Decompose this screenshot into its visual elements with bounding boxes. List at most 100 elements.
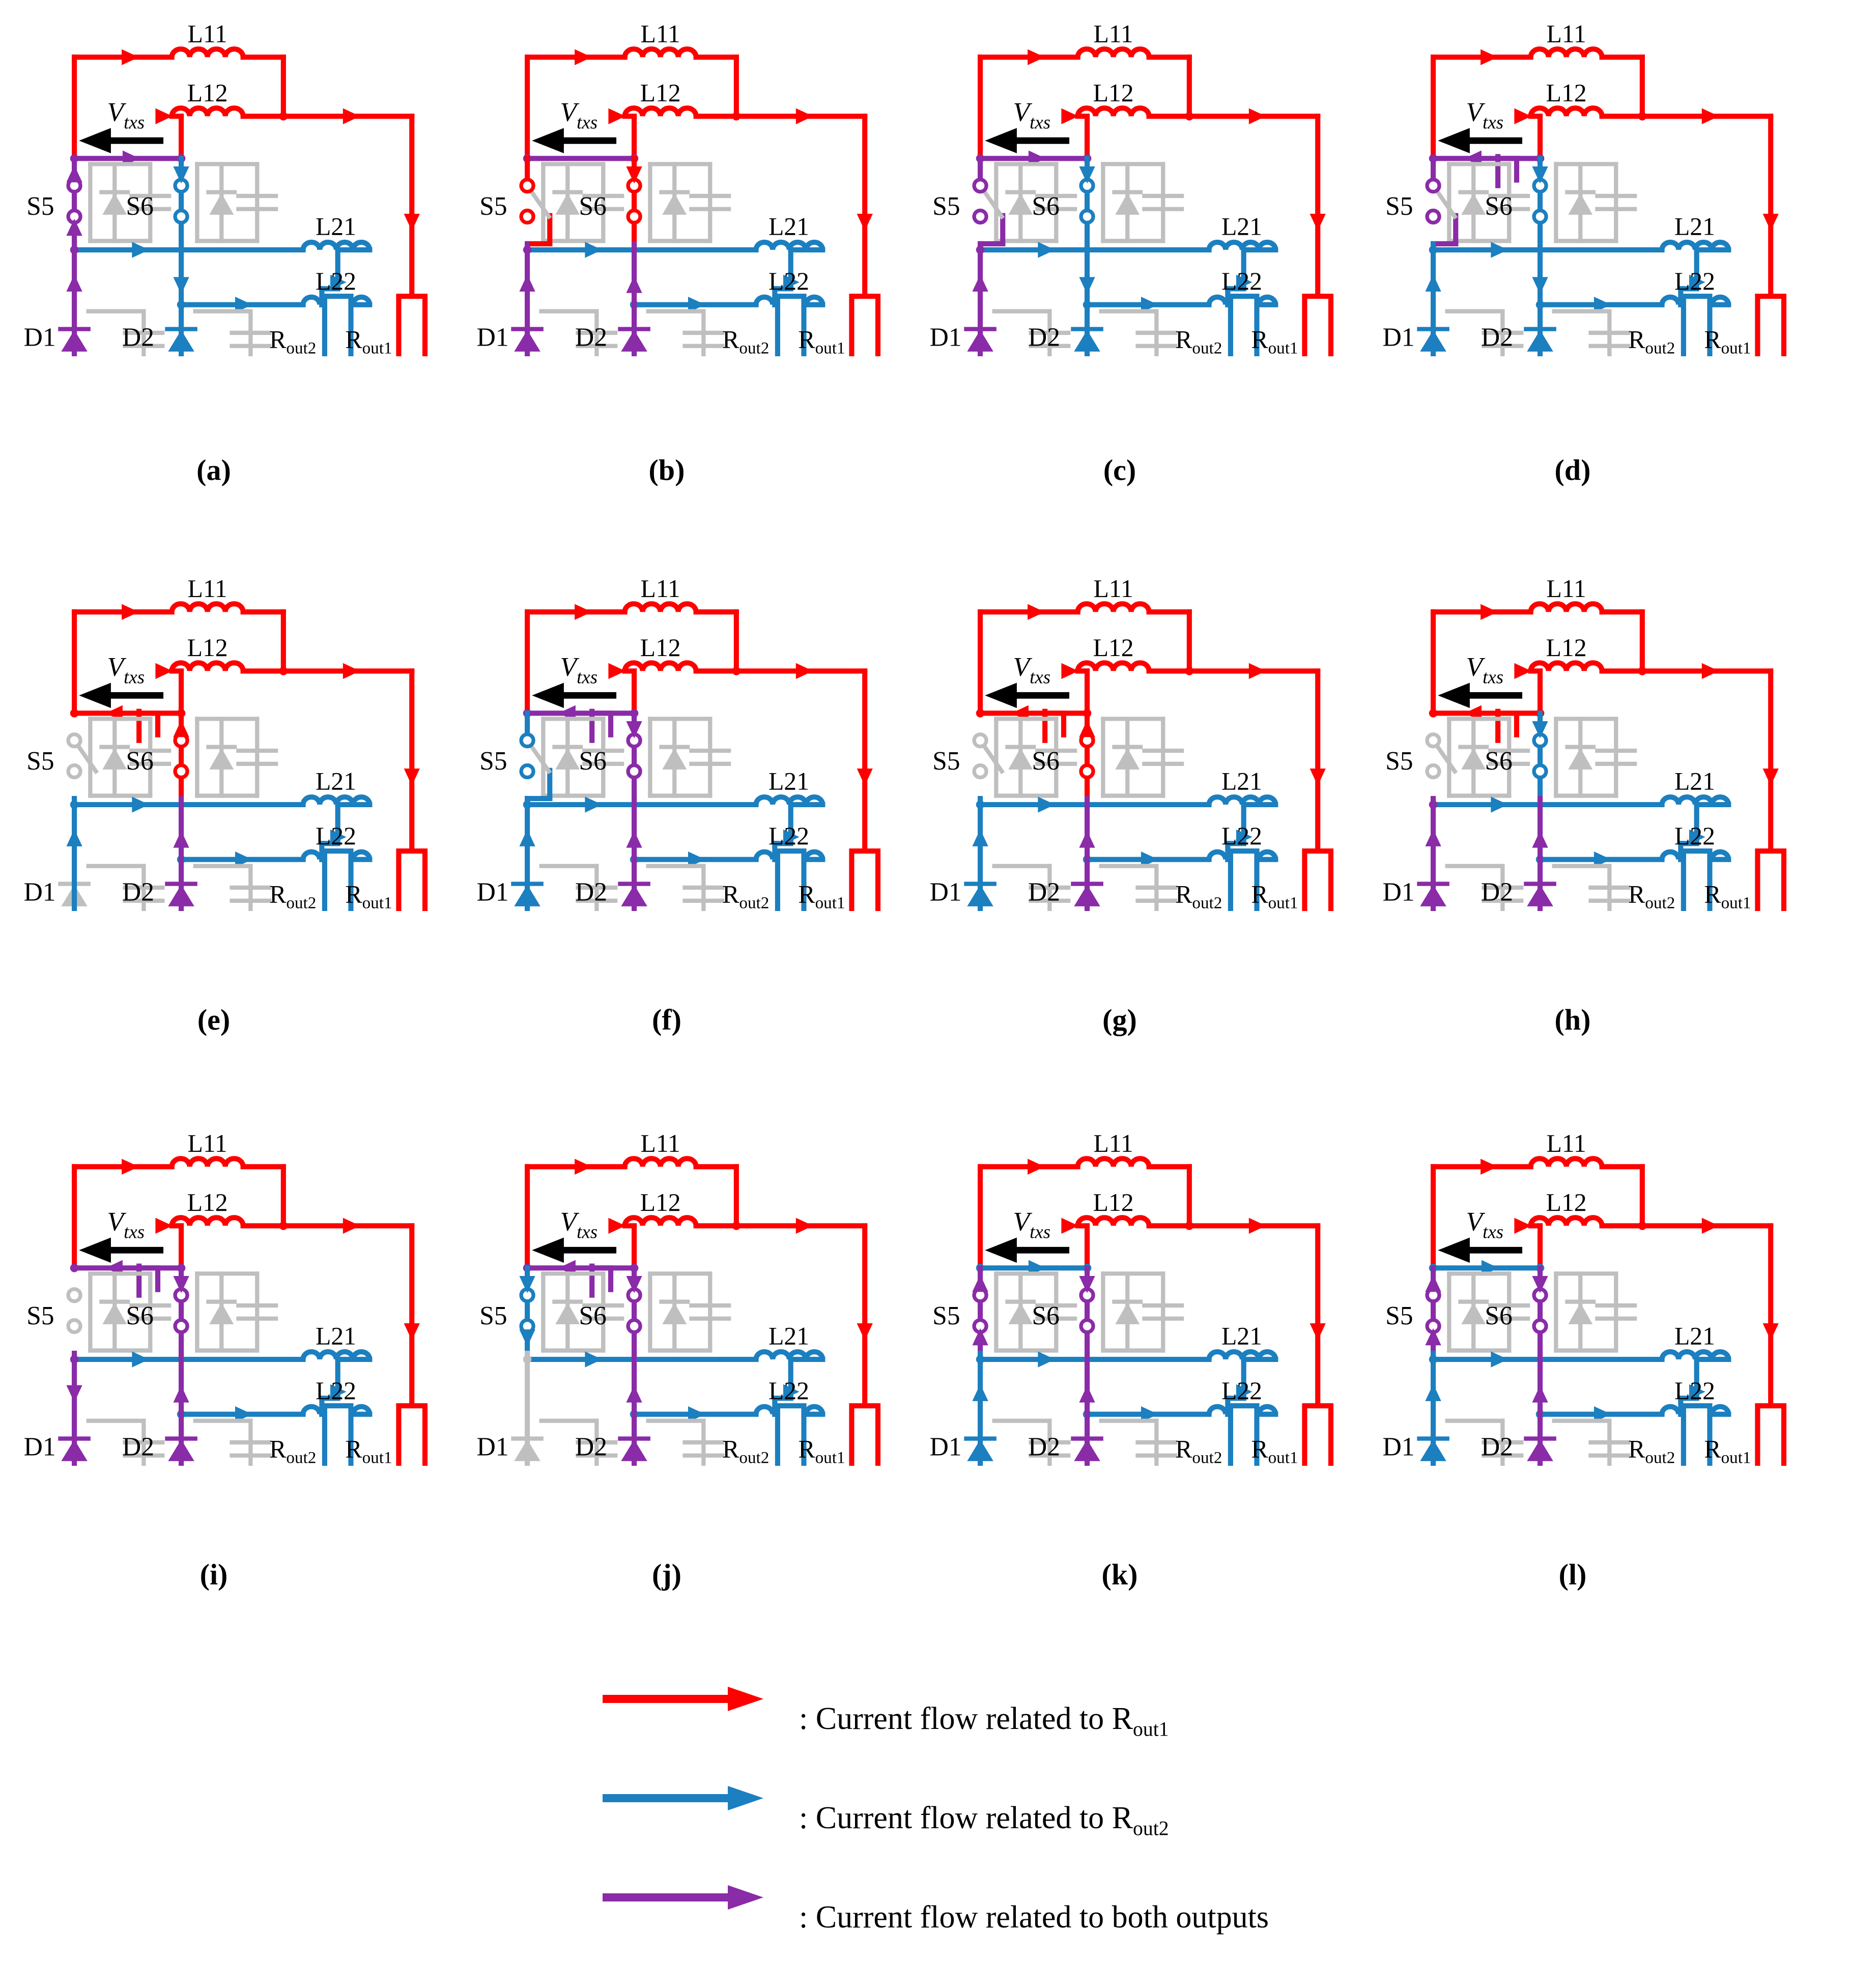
legend-colon-1: : <box>799 1801 816 1835</box>
svg-text:L22: L22 <box>769 822 809 850</box>
svg-text:S6: S6 <box>126 1301 153 1330</box>
svg-text:D2: D2 <box>1028 878 1060 907</box>
svg-text:L22: L22 <box>769 1377 809 1405</box>
svg-text:L21: L21 <box>769 212 809 240</box>
panel-caption-g: (g) <box>1102 1003 1137 1036</box>
svg-text:L21: L21 <box>1674 767 1715 795</box>
panel-caption-j: (j) <box>652 1558 681 1591</box>
svg-text:Vtxs: Vtxs <box>1466 651 1504 688</box>
svg-text:L11: L11 <box>188 1129 227 1157</box>
svg-text:Rout2: Rout2 <box>269 325 316 356</box>
svg-text:L12: L12 <box>640 79 681 107</box>
legend-text-0: Current flow related to R <box>815 1701 1133 1736</box>
svg-text:L12: L12 <box>1546 634 1587 662</box>
svg-text:Rout1: Rout1 <box>345 1435 392 1466</box>
svg-text:L22: L22 <box>316 267 356 295</box>
svg-text:D2: D2 <box>575 323 607 352</box>
svg-text:Rout2: Rout2 <box>722 1435 769 1466</box>
svg-text:S6: S6 <box>1032 192 1059 221</box>
legend-label-both: : Current flow related to both outputs <box>799 1899 1269 1939</box>
svg-text:L22: L22 <box>316 822 356 850</box>
svg-text:S5: S5 <box>479 1301 507 1330</box>
svg-text:Rout1: Rout1 <box>1704 325 1751 356</box>
svg-text:L21: L21 <box>1674 212 1715 240</box>
legend-label-rout2: : Current flow related to Rout2 <box>799 1800 1169 1840</box>
svg-text:L11: L11 <box>188 20 227 48</box>
svg-text:L11: L11 <box>1094 20 1133 48</box>
svg-text:S5: S5 <box>479 747 507 776</box>
svg-text:D1: D1 <box>1383 323 1415 352</box>
panel-caption-h: (h) <box>1554 1003 1591 1036</box>
svg-text:D2: D2 <box>122 323 154 352</box>
svg-text:D1: D1 <box>930 878 962 907</box>
svg-text:Rout1: Rout1 <box>798 325 845 356</box>
svg-text:L11: L11 <box>1094 575 1133 603</box>
svg-text:S5: S5 <box>1385 747 1413 776</box>
svg-text:L12: L12 <box>1546 79 1587 107</box>
svg-text:D1: D1 <box>930 1433 962 1462</box>
svg-text:S6: S6 <box>579 192 606 221</box>
svg-text:L12: L12 <box>187 634 228 662</box>
panel-caption-f: (f) <box>652 1003 681 1036</box>
svg-text:D2: D2 <box>575 1433 607 1462</box>
legend-row-rout1: : Current flow related to Rout1 <box>601 1674 1720 1774</box>
svg-text:Vtxs: Vtxs <box>107 651 145 688</box>
legend-colon-0: : <box>799 1701 816 1736</box>
svg-text:Rout1: Rout1 <box>345 325 392 356</box>
svg-text:L22: L22 <box>1221 267 1262 295</box>
svg-text:L21: L21 <box>769 767 809 795</box>
svg-text:L12: L12 <box>187 1188 228 1216</box>
svg-text:S6: S6 <box>579 747 606 776</box>
svg-text:D1: D1 <box>1383 878 1415 907</box>
svg-text:Rout2: Rout2 <box>1175 880 1222 911</box>
svg-text:Rout2: Rout2 <box>1175 1435 1222 1466</box>
svg-text:D2: D2 <box>122 878 154 907</box>
svg-text:S5: S5 <box>932 1301 960 1330</box>
caption-row-3: (i) (j) (k) (l) <box>0 1557 1850 1603</box>
legend: : Current flow related to Rout1 : Curren… <box>601 1674 1720 1972</box>
svg-text:L11: L11 <box>1094 1129 1133 1157</box>
caption-row-1: (a) (b) (c) (d) <box>0 453 1850 499</box>
panel-caption-i: (i) <box>200 1558 228 1591</box>
svg-text:D1: D1 <box>24 1433 56 1462</box>
svg-text:D2: D2 <box>122 1433 154 1462</box>
svg-text:L22: L22 <box>1674 267 1715 295</box>
svg-text:Rout2: Rout2 <box>722 880 769 911</box>
svg-text:Rout1: Rout1 <box>345 880 392 911</box>
svg-text:Rout1: Rout1 <box>1704 1435 1751 1466</box>
panel-caption-l: (l) <box>1558 1558 1587 1591</box>
svg-text:L11: L11 <box>188 575 227 603</box>
svg-text:D1: D1 <box>1383 1433 1415 1462</box>
legend-colon-2: : <box>799 1900 816 1935</box>
svg-text:S5: S5 <box>479 192 507 221</box>
svg-text:Rout2: Rout2 <box>1175 325 1222 356</box>
svg-text:S5: S5 <box>26 1301 54 1330</box>
svg-text:S6: S6 <box>126 747 153 776</box>
svg-text:L21: L21 <box>316 212 356 240</box>
svg-text:L11: L11 <box>641 1129 680 1157</box>
legend-label-rout1: : Current flow related to Rout1 <box>799 1701 1169 1741</box>
svg-text:D1: D1 <box>930 323 962 352</box>
svg-text:Rout1: Rout1 <box>798 1435 845 1466</box>
svg-text:Vtxs: Vtxs <box>560 97 598 133</box>
svg-text:L22: L22 <box>1221 822 1262 850</box>
legend-sub-1: out2 <box>1133 1817 1169 1840</box>
svg-text:L22: L22 <box>1674 1377 1715 1405</box>
legend-row-both: : Current flow related to both outputs <box>601 1873 1720 1972</box>
svg-text:D2: D2 <box>1481 878 1513 907</box>
svg-text:L21: L21 <box>769 1322 809 1350</box>
svg-text:L12: L12 <box>187 79 228 107</box>
svg-text:Vtxs: Vtxs <box>1466 1206 1504 1242</box>
svg-text:Rout2: Rout2 <box>269 1435 316 1466</box>
caption-row-2: (e) (f) (g) (h) <box>0 1003 1850 1048</box>
svg-text:L12: L12 <box>640 1188 681 1216</box>
svg-text:L12: L12 <box>1093 1188 1134 1216</box>
